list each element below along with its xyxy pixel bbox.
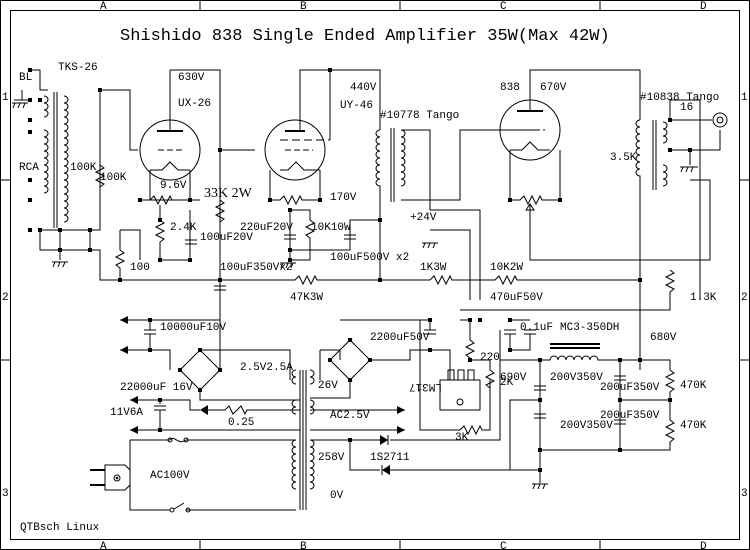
primary-coil bbox=[43, 95, 49, 194]
label-100uf20v: 100uF20V bbox=[200, 232, 253, 244]
row-label-1: 1 bbox=[2, 92, 9, 104]
label-ux26: UX-26 bbox=[178, 98, 211, 110]
tube-ux26: 630V UX-26 9.6V 2.4K 100 100uF20V 33K 2W bbox=[114, 69, 255, 370]
output-transformer: #10838 Tango 16 3.5K 1.3K bbox=[460, 92, 728, 370]
label-r100k-a: 100K bbox=[70, 162, 97, 174]
label-3k: 3K bbox=[455, 432, 469, 444]
label-plus24v: +24V bbox=[410, 212, 437, 224]
hv-supply: MC3-350DH 200V350V 200V350V 200uF350V 20… bbox=[500, 322, 707, 490]
col-label-b: B bbox=[300, 1, 307, 13]
label-220uf20v: 220uF20V bbox=[240, 222, 293, 234]
lm317-regulator: LM317 bbox=[409, 369, 481, 411]
label-ac100v: AC100V bbox=[150, 470, 190, 482]
label-9-6v: 9.6V bbox=[160, 180, 187, 192]
label-tks26: TKS-26 bbox=[58, 62, 98, 74]
label-670v: 670V bbox=[540, 82, 567, 94]
label-0-1uf: 0.1uF bbox=[520, 322, 553, 334]
heater-supply: 10000uF10V 2.5V2.5A 22000uF 16V 11V6A 0.… bbox=[110, 316, 300, 434]
row-label-1-right: 1 bbox=[741, 92, 748, 104]
row-label-2: 2 bbox=[2, 292, 9, 304]
col-label-c: C bbox=[500, 1, 507, 13]
col-label-a-bottom: A bbox=[100, 541, 107, 550]
row-label-2-right: 2 bbox=[741, 292, 748, 304]
speaker-terminal-icon bbox=[712, 112, 728, 128]
secondary-coil bbox=[63, 95, 69, 223]
label-470uf50v: 470uF50V bbox=[490, 292, 543, 304]
ac-plug-icon bbox=[104, 464, 131, 491]
label-10k2w: 10K2W bbox=[490, 262, 523, 274]
input-transformer: TKS-26 BL RCA 100K 100K bbox=[12, 62, 220, 281]
label-r100k-b: 100K bbox=[100, 172, 127, 184]
label-2-5v2-5a: 2.5V2.5A bbox=[240, 362, 293, 374]
regulator-section: 2200uF50V 3K 220 2K 690V LM317 0.1uF bbox=[310, 318, 553, 444]
label-16: 16 bbox=[680, 102, 693, 114]
label-0v: 0V bbox=[330, 490, 344, 502]
label-838: 838 bbox=[500, 82, 520, 94]
label-440v: 440V bbox=[350, 82, 377, 94]
ac-input: AC100V bbox=[90, 437, 296, 513]
label-10838-tango: #10838 Tango bbox=[640, 92, 719, 104]
label-200uf350v-b: 200uF350V bbox=[600, 410, 660, 422]
label-630v: 630V bbox=[178, 72, 205, 84]
label-0-25: 0.25 bbox=[228, 417, 254, 429]
label-680v: 680V bbox=[650, 332, 677, 344]
label-1-3k: 1.3K bbox=[690, 292, 717, 304]
power-transformer: 26V AC2.5V 258V 1S2711 0V bbox=[291, 330, 540, 510]
label-100uf500v: 100uF500V x2 bbox=[330, 252, 409, 264]
label-1s2711: 1S2711 bbox=[370, 452, 410, 464]
label-bl: BL bbox=[19, 72, 32, 84]
label-lm317: LM317 bbox=[409, 380, 442, 392]
label-10778-tango: #10778 Tango bbox=[380, 110, 459, 122]
label-26v: 26V bbox=[318, 380, 338, 392]
label-258v: 258V bbox=[318, 452, 345, 464]
label-2k: 2K bbox=[500, 377, 514, 389]
col-label-b-bottom: B bbox=[300, 541, 307, 550]
label-mc3-350dh: MC3-350DH bbox=[560, 322, 619, 334]
label-690v: 690V bbox=[500, 372, 527, 384]
label-100uf350vx2: 100uF350Vx2 bbox=[220, 262, 293, 274]
col-label-a: A bbox=[100, 1, 107, 13]
label-170v: 170V bbox=[330, 192, 357, 204]
label-200uf350v-a: 200uF350V bbox=[600, 382, 660, 394]
col-label-d-bottom: D bbox=[700, 541, 707, 550]
label-470k-a: 470K bbox=[680, 380, 707, 392]
label-200v350v-a: 200V350V bbox=[550, 372, 603, 384]
label-220: 220 bbox=[480, 352, 500, 364]
schematic-title: Shishido 838 Single Ended Amplifier 35W(… bbox=[120, 27, 610, 46]
label-10k10w: 10K10W bbox=[311, 222, 351, 234]
label-47k3w: 47K3W bbox=[290, 292, 323, 304]
label-11v6a: 11V6A bbox=[110, 407, 143, 419]
label-33k-2w: 33K 2W bbox=[204, 186, 253, 201]
label-rca: RCA bbox=[19, 162, 39, 174]
footer-credit: QTBsch Linux bbox=[20, 522, 100, 534]
label-1k3w: 1K3W bbox=[420, 262, 447, 274]
label-22000uf16v: 22000uF 16V bbox=[120, 382, 193, 394]
label-r100: 100 bbox=[130, 262, 150, 274]
tube-uy46: 440V UY-46 170V 220uF20V 10K10W 100uF500… bbox=[220, 68, 409, 304]
label-2-4k: 2.4K bbox=[170, 222, 197, 234]
label-ac2-5v: AC2.5V bbox=[330, 410, 370, 422]
tube-838: 838 670V bbox=[499, 69, 711, 261]
label-3-5k: 3.5K bbox=[610, 152, 637, 164]
label-10000uf10v: 10000uF10V bbox=[160, 322, 226, 334]
bplus-rail: 1K3W 10K2W 470uF50V 680V bbox=[380, 262, 677, 344]
row-label-3-right: 3 bbox=[741, 488, 748, 500]
label-2200uf50v: 2200uF50V bbox=[370, 332, 430, 344]
label-470k-b: 470K bbox=[680, 420, 707, 432]
col-label-c-bottom: C bbox=[500, 541, 507, 550]
label-200v350v-b: 200V350V bbox=[560, 420, 613, 432]
row-label-3: 3 bbox=[2, 488, 9, 500]
col-label-d: D bbox=[700, 1, 707, 13]
label-uy46: UY-46 bbox=[340, 100, 373, 112]
